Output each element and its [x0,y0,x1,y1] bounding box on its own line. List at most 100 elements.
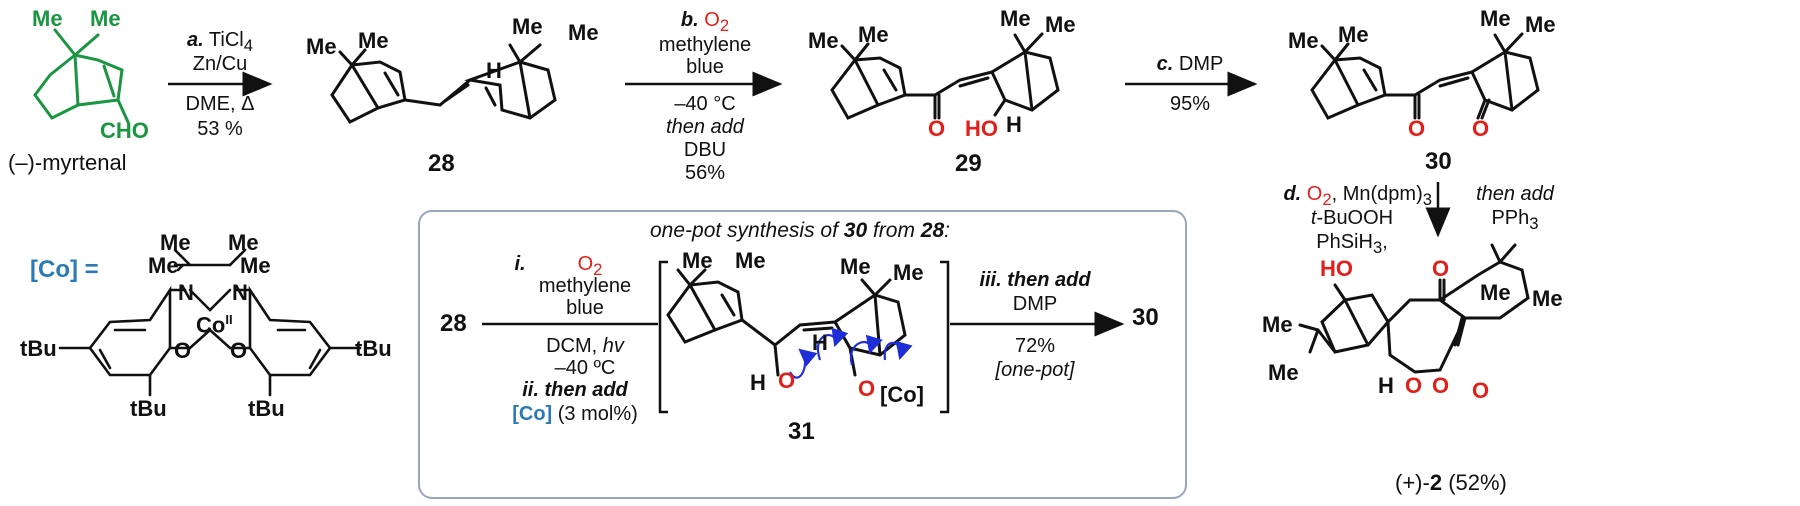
step-a-line1: a. TiCl4 [187,29,253,55]
c30-me-3: Me [1480,6,1511,31]
p2-o-2: O [1405,373,1423,398]
c29-ho: HO [965,116,998,141]
step-ii-co: [Co] (3 mol%) [512,403,638,425]
p2-ho: HO [1320,256,1353,281]
c28-me-4: Me [568,20,599,45]
label-28: 28 [428,150,455,177]
cat-tbu-2: tBu [355,336,392,361]
compound-29-structure [830,32,1060,120]
cat-me-4: Me [240,253,271,278]
int31-o-1: O [778,368,796,393]
catalyst-label: [Co] = [30,256,99,283]
myrtenal-structure [33,28,130,124]
myrtenal-name: (–)-myrtenal [8,150,127,175]
cat-o-2: O [230,338,248,363]
c29-me-2: Me [858,22,889,47]
compound-30-structure [1310,32,1540,120]
step-iii-label: iii. then add [979,269,1091,291]
step-b-line6: DBU [683,139,727,161]
onepot-title: one-pot synthesis of 30 from 28: [649,219,950,242]
c29-me-3: Me [1000,6,1031,31]
p2-o-4: O [1472,378,1490,403]
p2-me-2: Me [1532,286,1563,311]
step-d-line2: t-BuOOH [1310,207,1394,229]
int31-me-4: Me [893,260,924,285]
step-b-line1: b. O2 [680,9,730,35]
step-i-line2: methylene [538,275,632,297]
compound-28-structure [330,43,557,124]
int31-me-2: Me [735,248,766,273]
cat-n-1: N [178,280,194,305]
step-d-pph3: PPh3 [1491,207,1539,233]
c30-o-2: O [1472,116,1490,141]
electron-arrows [789,327,913,379]
c30-me-4: Me [1525,12,1556,37]
step-iii-note: [one-pot] [995,359,1075,381]
int31-h-2: H [812,330,828,355]
int31-o-2: O [858,376,876,401]
label-29: 29 [955,150,982,177]
c28-me-3: Me [512,14,543,39]
c29-o: O [928,116,946,141]
p2-me-3: Me [1262,312,1293,337]
bracket-right [940,260,950,414]
product-2-structure [1298,243,1530,374]
step-a-line2: Zn/Cu [192,53,248,75]
c28-h: H [486,58,502,83]
onepot-box [418,210,1187,499]
c30-me-1: Me [1288,28,1319,53]
step-c-line1: c. DMP [1156,53,1224,75]
onepot-start-28: 28 [440,310,467,337]
cat-tbu-4: tBu [248,396,285,421]
step-i-label: i. [514,253,526,275]
cat-cobalt: CoII [196,312,233,338]
p2-h: H [1378,373,1394,398]
int31-me-3: Me [840,254,871,279]
p2-o-1: O [1432,256,1450,281]
step-i-line3: blue [566,297,604,319]
intermediate-31-structure [666,268,907,377]
int31-co: [Co] [880,382,924,407]
cat-tbu-1: tBu [20,336,57,361]
cat-tbu-3: tBu [130,396,167,421]
step-i-line4: DCM, hv [546,335,624,357]
catalyst-structure [58,248,362,397]
step-c-yield: 95% [1169,93,1211,115]
c30-me-2: Me [1338,22,1369,47]
c28-me-2: Me [358,28,389,53]
step-a-yield: 53 % [197,118,243,140]
cat-n-2: N [232,280,248,305]
c28-me-1: Me [306,34,337,59]
cat-me-1: Me [160,230,191,255]
step-iii-line2: DMP [1012,293,1058,315]
step-a-line3: DME, Δ [185,93,255,115]
myrtenal-me-2: Me [90,6,121,31]
p2-o-3: O [1432,373,1450,398]
cat-me-2: Me [228,230,259,255]
cat-me-3: Me [148,253,179,278]
step-i-o2: O2 [577,253,603,279]
label-30: 30 [1425,148,1452,175]
label-31: 31 [788,418,815,445]
step-b-yield: 56% [684,162,726,184]
step-i-line5: –40 ºC [554,357,616,379]
myrtenal-cho: CHO [100,118,149,143]
step-b-line2: methylene [658,34,752,56]
myrtenal-me-1: Me [32,6,63,31]
int31-me-1: Me [682,248,713,273]
step-b-line5: then add [666,116,744,138]
cat-o-1: O [174,338,192,363]
step-d-line1: d. O2, Mn(dpm)3 [1283,183,1432,209]
p2-me-1: Me [1480,280,1511,305]
c29-me-4: Me [1045,12,1076,37]
bracket-left [658,260,668,414]
c29-me-1: Me [808,28,839,53]
step-iii-yield: 72% [1014,335,1056,357]
step-b-line3: blue [686,56,724,78]
step-d-line3: PhSiH3, [1316,231,1388,257]
onepot-end-30: 30 [1132,304,1159,331]
step-d-then: then add [1476,183,1554,205]
step-ii-label: ii. then add [522,379,628,401]
step-b-line4: –40 °C [674,93,736,115]
